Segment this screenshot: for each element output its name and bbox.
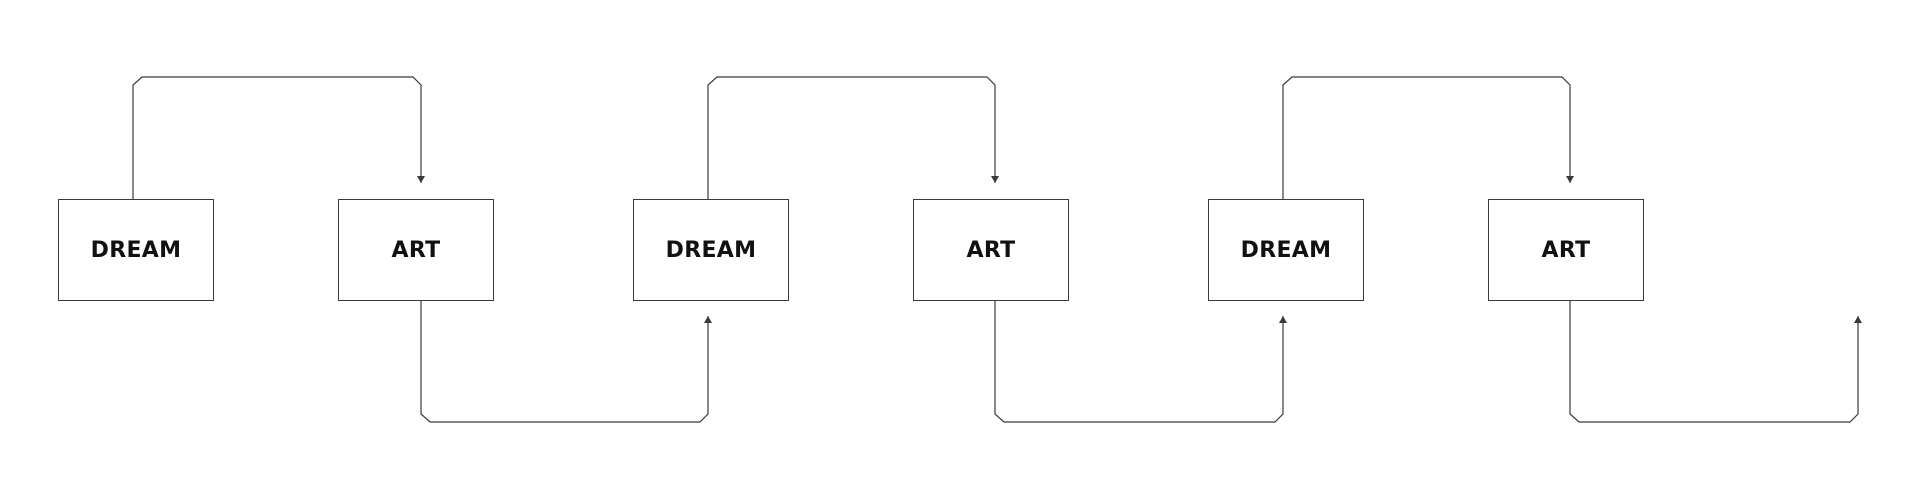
connector-dream3-to-art3 <box>1282 76 1571 199</box>
node-dream: DREAM <box>1208 199 1364 301</box>
connector-art3-onward <box>1569 301 1859 423</box>
arrowhead-up-icon <box>1854 316 1862 323</box>
arrowhead-down-icon <box>991 176 999 183</box>
arrowhead-up-icon <box>1279 316 1287 323</box>
connector-dream1-to-art1 <box>132 76 422 199</box>
connector-dream2-to-art2 <box>707 76 996 199</box>
node-art: ART <box>338 199 494 301</box>
node-dream: DREAM <box>633 199 789 301</box>
connector-art1-to-dream2 <box>420 301 709 423</box>
node-dream: DREAM <box>58 199 214 301</box>
arrowhead-down-icon <box>417 176 425 183</box>
node-art: ART <box>1488 199 1644 301</box>
arrowhead-up-icon <box>704 316 712 323</box>
arrowhead-down-icon <box>1566 176 1574 183</box>
connector-art2-to-dream3 <box>994 301 1284 423</box>
node-art: ART <box>913 199 1069 301</box>
